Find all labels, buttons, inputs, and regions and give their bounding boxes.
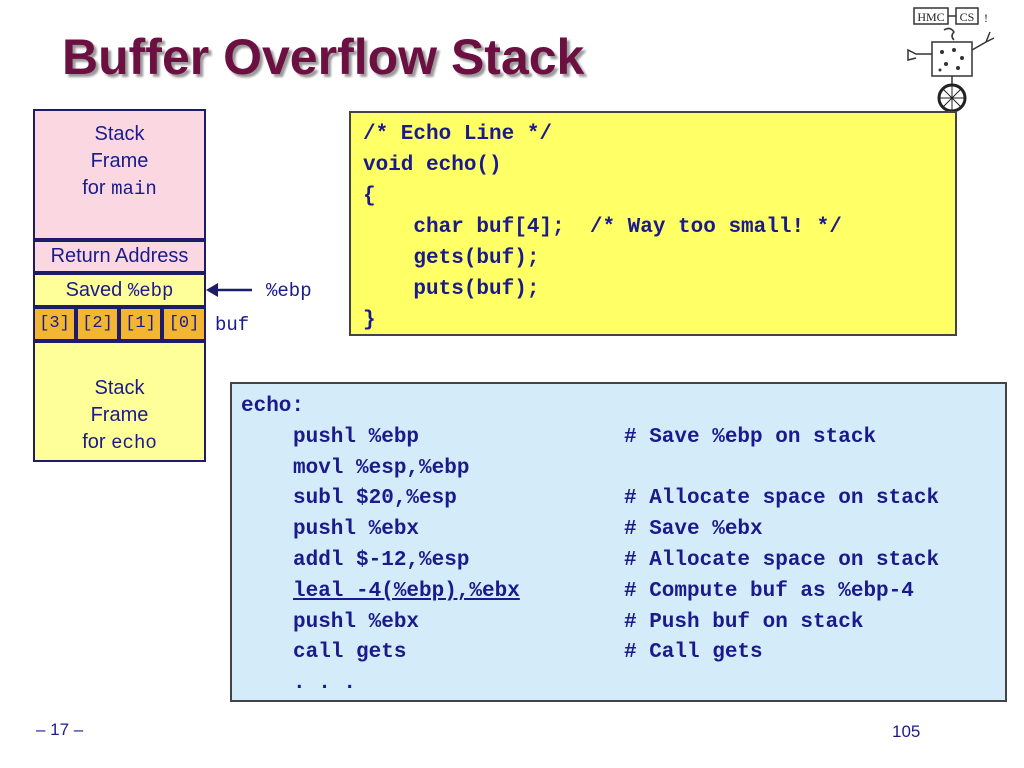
echo-frame-line2: Frame xyxy=(90,404,149,426)
asm-instruction: call gets xyxy=(293,641,407,665)
asm-comment: # Allocate space on stack xyxy=(624,487,940,511)
buf-row: [3] [2] [1] [0] xyxy=(33,307,206,341)
assembly-code-box: echo: pushl %ebp # Save %ebp on stack mo… xyxy=(230,382,1007,702)
c-code-line: char buf[4]; /* Way too small! */ xyxy=(363,216,842,239)
asm-comment: # Push buf on stack xyxy=(624,610,864,634)
c-code-line: { xyxy=(363,185,376,208)
page-label: – 17 – xyxy=(36,720,84,739)
main-frame-for: for xyxy=(82,177,112,199)
asm-comment: # Save %ebp on stack xyxy=(624,425,877,449)
c-code-line: void echo() xyxy=(363,154,502,177)
asm-row: leal -4(%ebp),%ebx # Compute buf as %ebp… xyxy=(241,577,1005,608)
main-frame-line2: Frame xyxy=(90,150,149,172)
echo-frame-line3: for echo xyxy=(35,429,204,457)
c-code-line: } xyxy=(363,309,376,332)
asm-instruction: pushl %ebx xyxy=(293,610,420,634)
echo-frame-line1: Stack xyxy=(94,377,145,399)
stack-frame-echo: Stack Frame for echo xyxy=(33,341,206,462)
hmc-cs-robot-logo: HMC CS ! xyxy=(907,7,995,113)
buf-cell-2: [2] xyxy=(76,307,119,341)
c-code-line: puts(buf); xyxy=(363,278,540,301)
saved-ebp-prefix: Saved xyxy=(65,279,128,301)
ebp-pointer-label: %ebp xyxy=(266,280,312,302)
asm-row: pushl %ebx # Save %ebx xyxy=(241,515,1005,546)
asm-comment: # Save %ebx xyxy=(624,518,763,542)
asm-row: call gets # Call gets xyxy=(241,638,1005,669)
c-code-box: /* Echo Line */ void echo() { char buf[4… xyxy=(349,111,957,336)
asm-instruction: pushl %ebx xyxy=(293,518,420,542)
buf-cell-3: [3] xyxy=(33,307,76,341)
slide-number: 105 xyxy=(892,722,921,741)
main-frame-line1: Stack xyxy=(94,123,145,145)
saved-ebp-code: %ebp xyxy=(127,280,174,302)
asm-comment: # Allocate space on stack xyxy=(624,548,940,572)
buf-label: buf xyxy=(215,314,250,336)
asm-comment: # Compute buf as %ebp-4 xyxy=(624,579,914,603)
c-code-line: gets(buf); xyxy=(363,247,540,270)
slide-title: Buffer Overflow Stack xyxy=(62,29,585,85)
stack-frame-main: Stack Frame for main xyxy=(33,109,206,240)
c-code-line: /* Echo Line */ xyxy=(363,123,553,146)
echo-frame-code: echo xyxy=(111,432,157,454)
asm-label-row: echo: xyxy=(241,392,1005,423)
asm-row: subl $20,%esp # Allocate space on stack xyxy=(241,484,1005,515)
svg-text:!: ! xyxy=(984,11,988,25)
asm-instruction: pushl %ebp xyxy=(293,425,420,449)
asm-row: pushl %ebx # Push buf on stack xyxy=(241,608,1005,639)
asm-instruction: subl $20,%esp xyxy=(293,487,457,511)
logo-text-cs: CS xyxy=(960,10,975,24)
return-address-cell: Return Address xyxy=(33,240,206,273)
echo-frame-for: for xyxy=(82,431,112,453)
asm-comment: # Call gets xyxy=(624,641,763,665)
asm-row: . . . xyxy=(241,669,1005,700)
main-frame-line3: for main xyxy=(35,175,204,203)
asm-instruction: . . . xyxy=(293,672,357,696)
asm-row: pushl %ebp # Save %ebp on stack xyxy=(241,423,1005,454)
asm-instruction: addl $-12,%esp xyxy=(293,548,470,572)
asm-row: addl $-12,%esp # Allocate space on stack xyxy=(241,546,1005,577)
ebp-pointer-arrow-icon xyxy=(206,283,252,297)
buf-cell-1: [1] xyxy=(119,307,162,341)
saved-ebp-cell: Saved %ebp xyxy=(33,273,206,307)
buf-cell-0: [0] xyxy=(162,307,206,341)
main-frame-code: main xyxy=(111,178,157,200)
asm-instruction-highlighted: leal -4(%ebp),%ebx xyxy=(293,579,520,603)
asm-function-label: echo: xyxy=(241,395,305,418)
logo-text-hmc: HMC xyxy=(917,10,944,24)
asm-instruction: movl %esp,%ebp xyxy=(293,456,470,480)
asm-row: movl %esp,%ebp xyxy=(241,454,1005,485)
